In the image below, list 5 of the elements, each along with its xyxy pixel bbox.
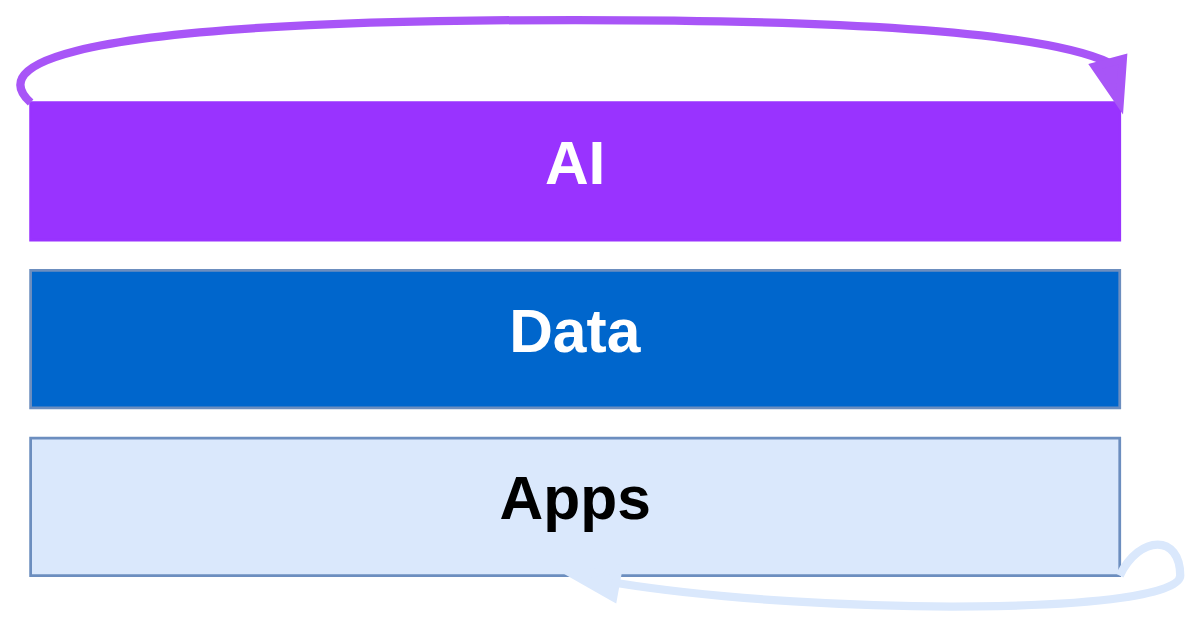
node-box: Data (29, 268, 1122, 410)
node-box: AI (29, 101, 1122, 242)
arrow (17, 15, 1128, 115)
arrow (562, 540, 1185, 611)
node-box: Apps (29, 436, 1122, 577)
